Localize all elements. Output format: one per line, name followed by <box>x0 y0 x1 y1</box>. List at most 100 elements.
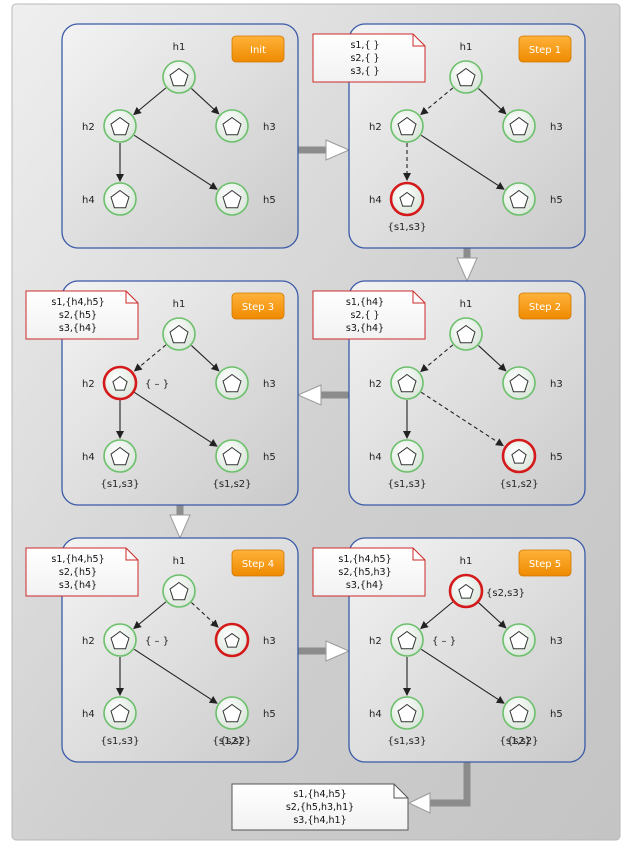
panel-step1: Step 1 h1 h2 h3 h4 {s1,s3} h5 s1,{ } s2,{ } s3,{ … <box>312 23 586 249</box>
edge-h2-h5 <box>133 648 218 704</box>
node-h3 <box>502 623 536 657</box>
node-h1 <box>448 573 484 609</box>
connector-arrowhead <box>325 139 351 161</box>
node-h1 <box>162 574 196 608</box>
edge-h1-h2 <box>133 601 167 630</box>
node-label-h5: h5 <box>263 452 276 463</box>
note-line: s3,{h4} <box>59 323 97 334</box>
node-label-h3: h3 <box>550 122 563 133</box>
node-annotation-h5: {s1,s2} <box>499 479 538 490</box>
node-annotation-h3: {s2} <box>220 736 244 747</box>
step-badge: Step 3 <box>231 292 285 320</box>
connector-arrowhead <box>325 640 351 662</box>
node-h4 <box>103 439 137 473</box>
node-h4 <box>389 181 425 217</box>
note-line: s3,{ } <box>350 66 379 77</box>
pentagon-icon <box>456 67 476 87</box>
pentagon-icon <box>224 632 240 648</box>
final-note: s1,{h4,h5}s2,{h5,h3,h1}s3,{h4,h1} <box>231 783 409 831</box>
edge-h1-h3 <box>191 602 219 628</box>
state-note: s1,{h4,h5}s2,{h5}s3,{h4} <box>25 290 139 340</box>
node-label-h5: h5 <box>263 709 276 720</box>
pentagon-icon <box>110 116 130 136</box>
note-line: s2,{h5} <box>59 567 97 578</box>
pentagon-icon <box>397 446 417 466</box>
pentagon-icon <box>397 116 417 136</box>
node-label-h1: h1 <box>173 42 186 53</box>
node-label-h4: h4 <box>82 452 95 463</box>
node-h1 <box>449 317 483 351</box>
node-h1 <box>162 60 196 94</box>
note-line: s2,{h5,h3} <box>338 567 391 578</box>
pentagon-icon <box>458 583 474 599</box>
node-label-h2: h2 <box>82 636 95 647</box>
node-h3 <box>215 366 249 400</box>
node-label-h4: h4 <box>82 195 95 206</box>
pentagon-icon <box>397 630 417 650</box>
note-line: s2,{ } <box>350 53 379 64</box>
node-annotation-h4: {s1,s3} <box>387 222 426 233</box>
node-label-h5: h5 <box>550 709 563 720</box>
node-h3 <box>502 366 536 400</box>
edge-h1-h3 <box>478 345 507 372</box>
pentagon-icon <box>222 373 242 393</box>
node-h2 <box>390 109 424 143</box>
note-line: s1,{ } <box>350 40 379 51</box>
node-label-h3: h3 <box>263 122 276 133</box>
node-h3 <box>214 622 250 658</box>
node-h4 <box>103 182 137 216</box>
node-label-h2: h2 <box>82 379 95 390</box>
note-line: s1,{h4,h5} <box>51 297 104 308</box>
node-label-h3: h3 <box>263 636 276 647</box>
note-line: s3,{h4} <box>346 323 384 334</box>
edge-h1-h2 <box>133 87 167 116</box>
node-h1 <box>162 317 196 351</box>
pentagon-icon <box>222 446 242 466</box>
pentagon-icon <box>110 703 130 723</box>
node-h5 <box>215 696 249 730</box>
panel-step5: Step 5h1{s2,s3}h2{ – }h3{s2}h4{s1,s3}h5{… <box>312 537 586 763</box>
step-badge-label: Step 5 <box>529 559 561 570</box>
step-badge: Step 1 <box>518 35 572 63</box>
edge-h2-h5 <box>420 391 504 447</box>
node-h2 <box>390 623 424 657</box>
note-line: s1,{h4} <box>346 297 384 308</box>
pentagon-icon <box>511 448 527 464</box>
state-note: s1,{h4,h5} s2,{h5,h3} s3,{h4} <box>312 547 426 597</box>
pentagon-icon <box>222 189 242 209</box>
node-annotation-h2: { – } <box>145 379 169 390</box>
pentagon-icon <box>222 116 242 136</box>
edge-h2-h5 <box>133 134 218 190</box>
node-h2 <box>103 109 137 143</box>
note-line: s1,{h4,h5} <box>51 554 104 565</box>
node-h4 <box>103 696 137 730</box>
pentagon-icon <box>112 375 128 391</box>
edge-h2-h5 <box>420 134 505 190</box>
node-label-h2: h2 <box>369 122 382 133</box>
state-note: s1,{h4}s2,{ }s3,{h4} <box>312 290 426 340</box>
pentagon-icon <box>110 630 130 650</box>
node-annotation-h5: {s1,s2} <box>212 479 251 490</box>
step-badge-label: Step 3 <box>242 302 274 313</box>
node-h2 <box>102 365 138 401</box>
pentagon-icon <box>399 191 415 207</box>
note-line: s3,{h4} <box>346 580 384 591</box>
node-h5 <box>215 439 249 473</box>
pentagon-icon <box>169 67 189 87</box>
pentagon-icon <box>222 703 242 723</box>
node-h5 <box>502 696 536 730</box>
node-label-h4: h4 <box>369 195 382 206</box>
note-line: s1,{h4,h5} <box>338 554 391 565</box>
node-label-h1: h1 <box>460 42 473 53</box>
edge-h1-h2 <box>420 601 454 630</box>
final-note-line: s3,{h4,h1} <box>293 815 346 826</box>
pentagon-icon <box>509 116 529 136</box>
node-label-h5: h5 <box>550 195 563 206</box>
node-h4 <box>390 696 424 730</box>
final-note-line: s1,{h4,h5} <box>293 789 346 800</box>
pentagon-icon <box>509 373 529 393</box>
edge-h2-h5 <box>133 391 218 447</box>
